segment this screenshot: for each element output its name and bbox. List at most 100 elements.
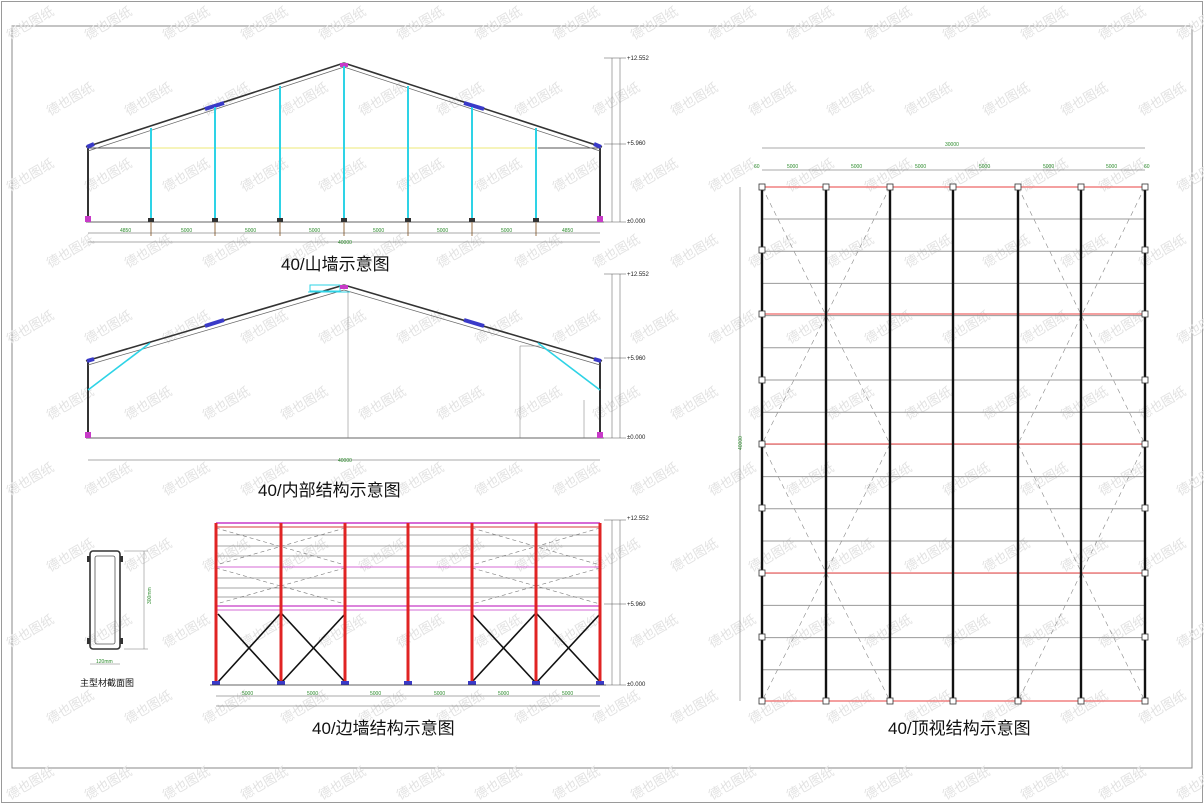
watermark-text: 德也图纸 — [1096, 156, 1149, 195]
watermark-text: 德也图纸 — [668, 536, 721, 575]
watermark-text: 德也图纸 — [160, 308, 213, 347]
watermark-text: 德也图纸 — [238, 4, 291, 43]
top-node-plate — [949, 183, 957, 191]
top-view-plan: 30000 5000 5000 5000 5000 5000 5000 60 6… — [738, 142, 1150, 738]
watermark-text: 德也图纸 — [746, 80, 799, 119]
watermark-text: 德也图纸 — [902, 384, 955, 423]
watermark-text: 德也图纸 — [44, 688, 97, 727]
top-node-plate — [1141, 183, 1149, 191]
top-node-plate — [949, 697, 957, 705]
watermark-text: 德也图纸 — [940, 612, 993, 651]
top-bay-label-1: 5000 — [787, 164, 798, 170]
watermark-text: 德也图纸 — [1058, 384, 1111, 423]
watermark-text: 德也图纸 — [862, 460, 915, 499]
side-level-ground: ±0.000 — [627, 682, 646, 688]
gable-bay-label-7: 5000 — [501, 228, 512, 234]
watermark-text: 德也图纸 — [512, 536, 565, 575]
top-node-plate — [758, 697, 766, 705]
watermark-text: 德也图纸 — [434, 232, 487, 271]
watermark-text: 德也图纸 — [160, 612, 213, 651]
top-node-plate — [758, 246, 766, 254]
watermark-text: 德也图纸 — [82, 764, 135, 803]
watermark-text: 德也图纸 — [784, 764, 837, 803]
watermark-text: 德也图纸 — [512, 80, 565, 119]
watermark-text: 德也图纸 — [668, 232, 721, 271]
gable-bay-label-8: 4850 — [562, 228, 573, 234]
section-height-label: 300mm — [147, 587, 153, 604]
watermark-text: 德也图纸 — [706, 612, 759, 651]
top-node-plate — [758, 569, 766, 577]
top-node-plate — [822, 183, 830, 191]
watermark-text: 德也图纸 — [1018, 612, 1071, 651]
watermark-text: 德也图纸 — [122, 232, 175, 271]
watermark-text: 德也图纸 — [590, 232, 643, 271]
gable-level-eave: +5.960 — [627, 141, 646, 147]
watermark-text: 德也图纸 — [160, 4, 213, 43]
watermark-text: 德也图纸 — [200, 536, 253, 575]
watermark-text: 德也图纸 — [550, 308, 603, 347]
watermark-text: 德也图纸 — [1174, 308, 1204, 347]
watermark-text: 德也图纸 — [980, 80, 1033, 119]
watermark-text: 德也图纸 — [590, 80, 643, 119]
interior-caption: 40/内部结构示意图 — [258, 481, 401, 500]
watermark-text: 德也图纸 — [160, 460, 213, 499]
side-bay-label-3: 5000 — [370, 691, 381, 697]
top-node-plate — [1141, 569, 1149, 577]
top-node-plate — [1141, 633, 1149, 641]
watermark-text: 德也图纸 — [1174, 612, 1204, 651]
top-node-plate — [758, 376, 766, 384]
watermark-text: 德也图纸 — [706, 460, 759, 499]
watermark-text: 德也图纸 — [590, 688, 643, 727]
section-width-label: 120mm — [96, 659, 113, 665]
interior-level-top: +12.552 — [627, 272, 650, 278]
top-node-plate — [886, 697, 894, 705]
watermark-text: 德也图纸 — [200, 232, 253, 271]
watermark-text: 德也图纸 — [706, 308, 759, 347]
interior-level-ground: ±0.000 — [627, 435, 646, 441]
top-node-plate — [1141, 697, 1149, 705]
watermark-text: 德也图纸 — [4, 4, 57, 43]
watermark-text: 德也图纸 — [278, 80, 331, 119]
watermark-text: 德也图纸 — [316, 4, 369, 43]
interior-span-label: 40000 — [338, 458, 352, 464]
watermark-text: 德也图纸 — [472, 156, 525, 195]
watermark-text: 德也图纸 — [82, 156, 135, 195]
watermark-text: 德也图纸 — [434, 384, 487, 423]
watermark-text: 德也图纸 — [628, 612, 681, 651]
top-node-plate — [1141, 376, 1149, 384]
watermark-text: 德也图纸 — [706, 156, 759, 195]
interior-level-eave: +5.960 — [627, 356, 646, 362]
watermark-text: 德也图纸 — [862, 4, 915, 43]
gable-span-label: 40000 — [338, 240, 352, 246]
gable-bay-label-2: 5000 — [181, 228, 192, 234]
top-bay-label-5: 5000 — [1043, 164, 1054, 170]
top-bay-label-4: 5000 — [979, 164, 990, 170]
watermark-text: 德也图纸 — [1096, 4, 1149, 43]
watermark-text: 德也图纸 — [1018, 156, 1071, 195]
watermark-text: 德也图纸 — [200, 80, 253, 119]
top-caption: 40/顶视结构示意图 — [888, 719, 1031, 738]
top-length-label: 40000 — [738, 436, 744, 450]
watermark-text: 德也图纸 — [472, 764, 525, 803]
watermark-text: 德也图纸 — [356, 536, 409, 575]
watermark-text: 德也图纸 — [316, 308, 369, 347]
top-node-plate — [758, 183, 766, 191]
watermark-text: 德也图纸 — [1174, 4, 1204, 43]
watermark-text: 德也图纸 — [44, 536, 97, 575]
watermark-text: 德也图纸 — [472, 4, 525, 43]
watermark-text: 德也图纸 — [472, 612, 525, 651]
watermark-text: 德也图纸 — [82, 460, 135, 499]
side-bay-label-6: 5000 — [562, 691, 573, 697]
top-node-plate — [1141, 246, 1149, 254]
watermark-text: 德也图纸 — [512, 232, 565, 271]
top-node-plate — [758, 310, 766, 318]
watermark-text: 德也图纸 — [278, 384, 331, 423]
watermark-text: 德也图纸 — [824, 688, 877, 727]
watermark-text: 德也图纸 — [82, 4, 135, 43]
top-node-plate — [1077, 183, 1085, 191]
top-node-plate — [758, 633, 766, 641]
top-node-plate — [886, 183, 894, 191]
top-node-plate — [758, 504, 766, 512]
side-level-top: +12.552 — [627, 516, 650, 522]
